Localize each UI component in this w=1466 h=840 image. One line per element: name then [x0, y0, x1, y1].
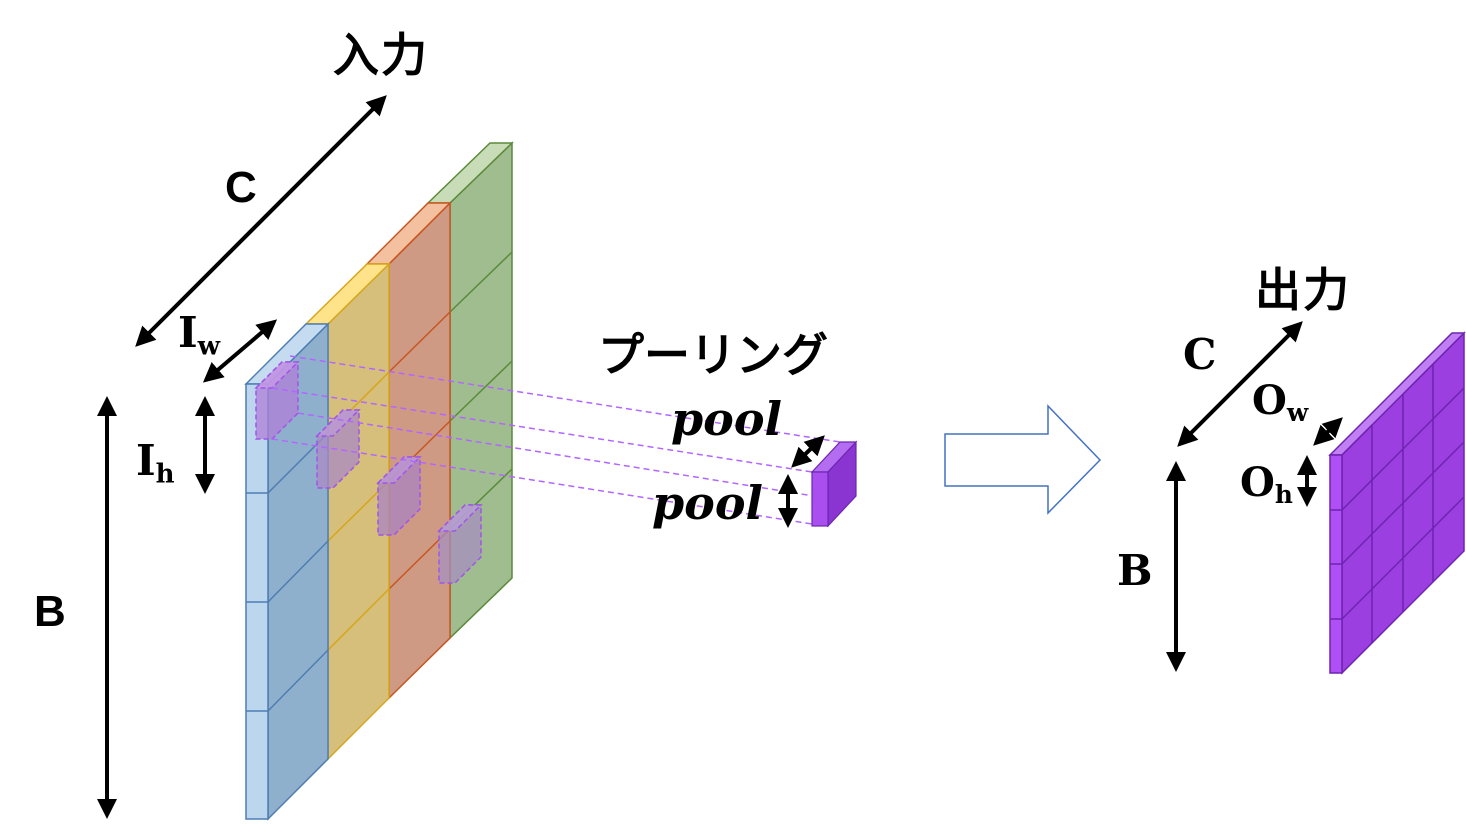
dimension-arrows: [97, 95, 1343, 819]
pool-w-arrow: [791, 435, 825, 468]
ih-sub: h: [155, 459, 175, 490]
input-c-arrow: [135, 95, 387, 347]
oh-sub: h: [1274, 479, 1293, 509]
ow-sub: w: [1286, 397, 1309, 427]
oh-main: O: [1240, 459, 1275, 506]
pooling-window: [315, 409, 361, 489]
output-ow-arrow: [1313, 417, 1343, 446]
input-title: 入力: [333, 29, 429, 81]
ow-main: O: [1252, 377, 1287, 424]
right-arrow-outline-icon: [944, 404, 1102, 515]
output-c-label: C: [1183, 330, 1217, 379]
input-ih-label: Ih: [136, 440, 175, 490]
pool-h-label: pool: [652, 476, 764, 530]
ih-main: I: [136, 436, 156, 485]
output-title: 出力: [1255, 264, 1351, 316]
input-iw-label: Iw: [178, 312, 221, 362]
output-c-arrow: [1177, 321, 1303, 447]
projection-lines: [271, 355, 841, 525]
iw-sub: w: [197, 331, 221, 362]
input-iw-arrow: [202, 319, 278, 383]
input-c-label: C: [225, 163, 257, 212]
pool-w-label: pool: [671, 392, 783, 446]
pooled-cube: [810, 440, 858, 528]
pooling-window: [437, 504, 483, 584]
iw-main: I: [178, 308, 198, 357]
output-oh-label: Oh: [1240, 463, 1293, 508]
pooling-window: [376, 456, 422, 536]
pooling-title: プーリング: [598, 329, 828, 381]
output-b-label: B: [1117, 546, 1153, 595]
output-tensor: [1328, 331, 1466, 675]
output-ow-label: Ow: [1252, 381, 1308, 426]
input-b-label: B: [34, 587, 66, 636]
